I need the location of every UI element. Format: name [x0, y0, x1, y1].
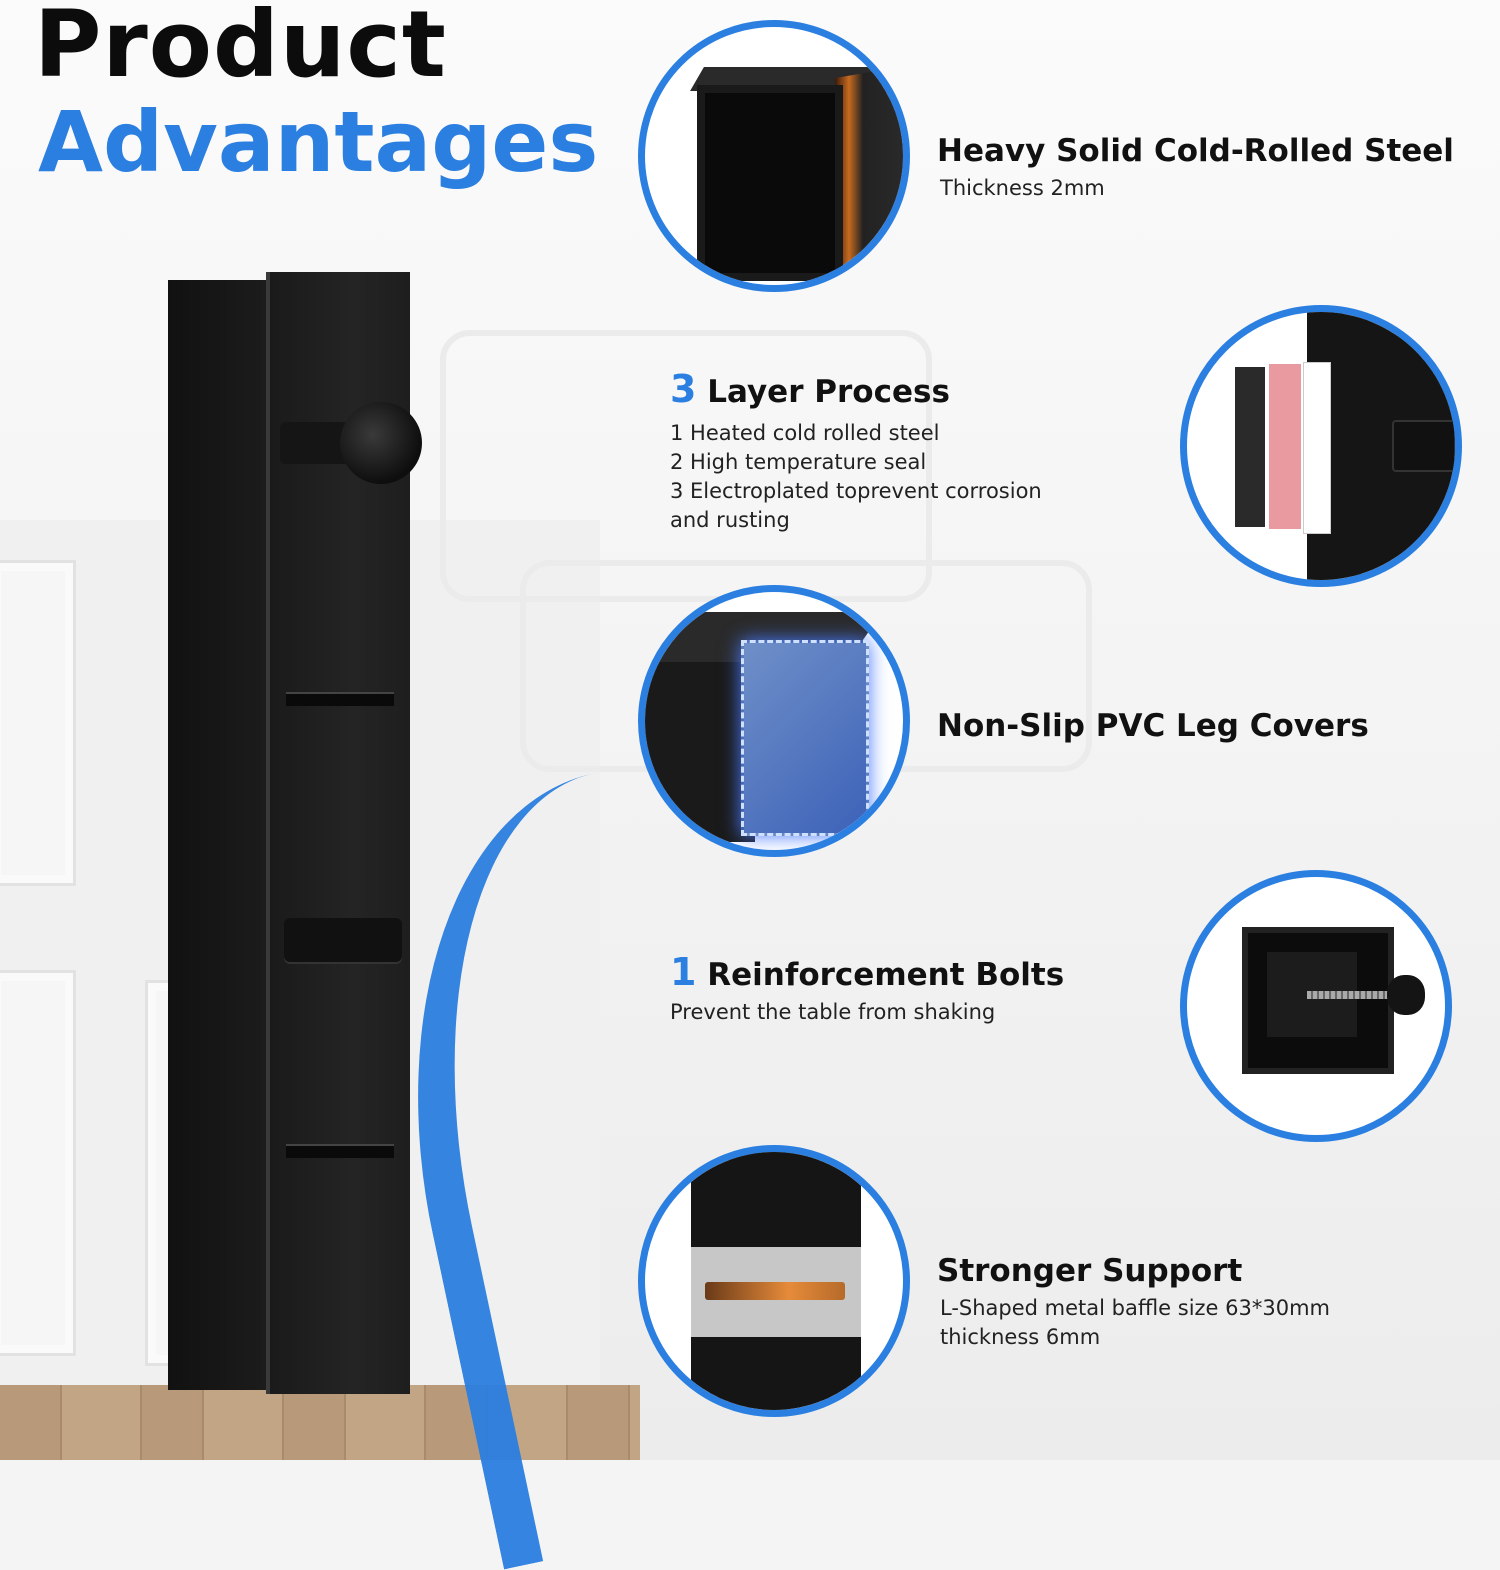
title-advantages: Advantages — [38, 93, 599, 191]
feature-4-heading: Reinforcement Bolts — [707, 957, 1065, 993]
layer-dark — [1235, 367, 1265, 527]
feature-2-line-3: 3 Electroplated toprevent corrosion — [670, 479, 1042, 503]
feature-5-heading: Stronger Support — [937, 1253, 1243, 1289]
wall-panel — [0, 970, 76, 1356]
feature-4-heading-row: 1 Reinforcement Bolts — [670, 950, 1064, 994]
feature-2-number: 3 — [670, 367, 697, 411]
feature-2-heading-row: 3 Layer Process — [670, 367, 950, 411]
feature-2-heading: Layer Process — [707, 374, 950, 410]
bolt-circle — [1180, 870, 1452, 1142]
adjustment-knob — [340, 402, 422, 484]
chair-silhouette — [440, 330, 932, 602]
tube-side — [835, 65, 903, 279]
feature-5-line-2: thickness 6mm — [940, 1325, 1101, 1349]
feature-5-line-1: L-Shaped metal baffle size 63*30mm — [940, 1296, 1331, 1320]
feature-2-line-4: and rusting — [670, 508, 790, 532]
tube-opening — [697, 85, 843, 281]
feature-4-number: 1 — [670, 950, 697, 994]
steel-tab — [1392, 420, 1455, 472]
wood-floor — [0, 1385, 640, 1460]
pvc-leg-body — [645, 662, 755, 842]
feature-1-heading: Heavy Solid Cold-Rolled Steel — [937, 133, 1454, 169]
layer-white — [1303, 362, 1331, 534]
leg-edge — [266, 272, 270, 1394]
knob-stem — [280, 422, 350, 464]
wall-panel — [0, 560, 76, 886]
feature-1-line: Thickness 2mm — [940, 176, 1105, 200]
leg-side-face — [168, 280, 268, 1390]
support-circle — [638, 1145, 910, 1417]
pvc-cover-circle — [638, 585, 910, 857]
feature-2-line-2: 2 High temperature seal — [670, 450, 927, 474]
bolt-knob — [1387, 975, 1425, 1015]
feature-2-line-1: 1 Heated cold rolled steel — [670, 421, 940, 445]
leg-slot — [286, 692, 394, 706]
title-product: Product — [34, 0, 447, 98]
bolt-thread — [1307, 991, 1397, 999]
steel-tube-circle — [638, 20, 910, 292]
table-leg-image — [168, 272, 422, 1394]
pvc-cap — [741, 640, 869, 836]
feature-4-line: Prevent the table from shaking — [670, 1000, 996, 1024]
feature-3-heading: Non-Slip PVC Leg Covers — [937, 708, 1369, 744]
leg-bracket — [284, 918, 402, 962]
leg-slot — [286, 1144, 394, 1158]
support-baffle — [705, 1282, 845, 1300]
layer-pink — [1269, 364, 1301, 529]
layer-process-circle — [1180, 305, 1462, 587]
